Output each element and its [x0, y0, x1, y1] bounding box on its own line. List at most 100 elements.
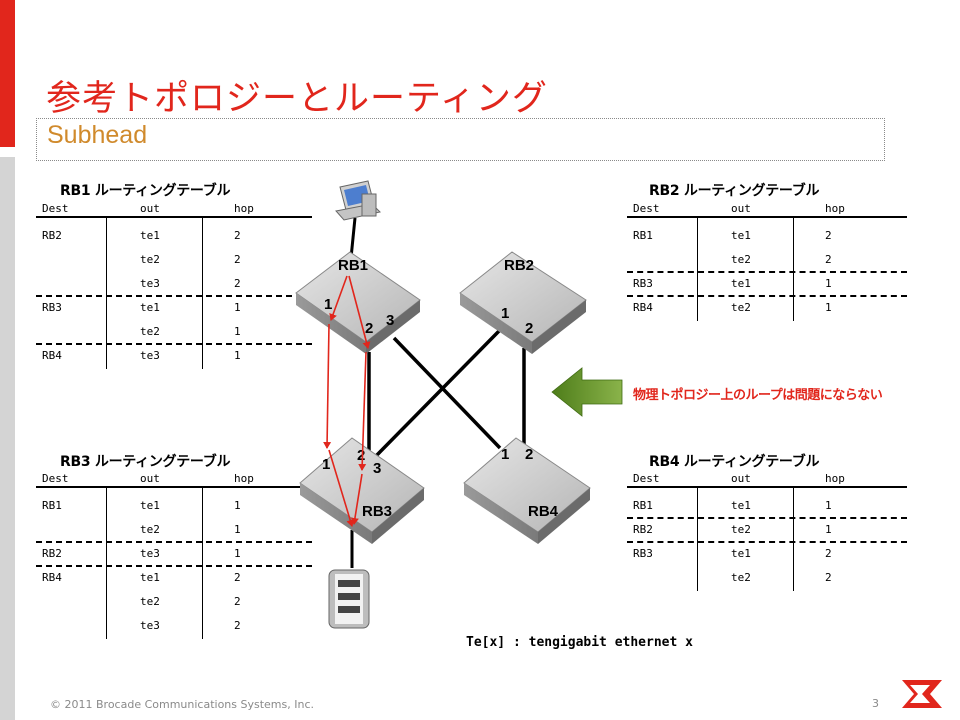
table-cell: 1 — [825, 499, 832, 512]
table-cell: 1 — [234, 349, 241, 362]
switch-rb2 — [459, 251, 587, 354]
table-cell: te1 — [140, 229, 160, 242]
table-cell: RB3 — [42, 301, 62, 314]
copyright-footer: © 2011 Brocade Communications Systems, I… — [50, 698, 315, 711]
table-cell: te1 — [140, 499, 160, 512]
table-cell: RB3 — [633, 277, 653, 290]
table-column-rule — [697, 486, 698, 591]
table-cell: te2 — [140, 253, 160, 266]
table-cell: te2 — [731, 523, 751, 536]
table-cell: 2 — [234, 571, 241, 584]
computer-icon — [335, 180, 381, 269]
table-header-hop: hop — [825, 472, 845, 485]
table-cell: te2 — [731, 301, 751, 314]
table-cell: 2 — [825, 571, 832, 584]
table-group-separator — [36, 295, 312, 297]
table-cell: 2 — [234, 619, 241, 632]
table-cell: RB1 — [633, 499, 653, 512]
table-header-rule — [627, 216, 907, 218]
rb3-table-title: RB3 ルーティングテーブル — [60, 454, 231, 470]
table-cell: te1 — [140, 301, 160, 314]
rb2-port-2: 2 — [525, 320, 533, 337]
table-cell: te2 — [140, 523, 160, 536]
table-header-hop: hop — [825, 202, 845, 215]
rb4-port-1: 1 — [501, 446, 509, 463]
server-icon — [328, 530, 370, 629]
table-column-rule — [202, 486, 203, 639]
table-cell: RB2 — [42, 229, 62, 242]
rb2-port-1: 1 — [501, 305, 509, 322]
subhead-box: Subhead — [36, 118, 885, 161]
table-header-out: out — [140, 202, 160, 215]
table-cell: te1 — [731, 277, 751, 290]
table-group-separator — [627, 517, 907, 519]
rb2-table-title: RB2 ルーティングテーブル — [649, 183, 820, 199]
table-cell: 1 — [234, 301, 241, 314]
table-header-dest: Dest — [633, 202, 660, 215]
table-cell: 2 — [825, 229, 832, 242]
table-cell: te2 — [140, 325, 160, 338]
table-cell: 2 — [825, 253, 832, 266]
table-cell: 1 — [825, 301, 832, 314]
physical-links — [367, 328, 526, 458]
rb1-port-2: 2 — [365, 320, 373, 337]
page-number: 3 — [872, 697, 879, 710]
table-cell: 2 — [825, 547, 832, 560]
table-group-separator — [627, 541, 907, 543]
table-cell: RB3 — [633, 547, 653, 560]
table-group-separator — [36, 541, 312, 543]
table-cell: te2 — [731, 571, 751, 584]
table-header-rule — [627, 486, 907, 488]
table-column-rule — [793, 486, 794, 591]
brocade-logo-icon — [902, 680, 942, 708]
table-cell: 2 — [234, 277, 241, 290]
table-cell: RB1 — [633, 229, 653, 242]
rb4-port-2: 2 — [525, 446, 533, 463]
rb3-port-2: 2 — [357, 447, 365, 464]
rb4-label: RB4 — [528, 503, 559, 520]
table-cell: te1 — [731, 547, 751, 560]
rb1-port-3: 3 — [386, 312, 394, 329]
rb3-port-1: 1 — [322, 456, 330, 473]
table-group-separator — [36, 343, 312, 345]
table-cell: 1 — [234, 523, 241, 536]
table-cell: te2 — [140, 595, 160, 608]
forwarding-paths — [323, 275, 371, 527]
table-column-rule — [106, 216, 107, 369]
table-column-rule — [202, 216, 203, 369]
rb1-port-1: 1 — [324, 296, 332, 313]
loop-callout-text: 物理トポロジー上のループは問題にならない — [633, 388, 883, 403]
interface-legend: Te[x] : tengigabit ethernet x — [466, 635, 693, 650]
rb4-table-title: RB4 ルーティングテーブル — [649, 454, 820, 470]
arrow-left-icon — [551, 367, 623, 417]
table-cell: 1 — [825, 523, 832, 536]
table-cell: RB4 — [633, 301, 653, 314]
table-cell: RB4 — [42, 349, 62, 362]
table-cell: 1 — [825, 277, 832, 290]
table-cell: RB2 — [633, 523, 653, 536]
table-header-dest: Dest — [42, 202, 69, 215]
switch-rb1 — [295, 251, 421, 354]
table-header-dest: Dest — [42, 472, 69, 485]
table-cell: te2 — [731, 253, 751, 266]
table-cell: te3 — [140, 619, 160, 632]
rb2-label: RB2 — [504, 257, 534, 274]
table-header-out: out — [731, 472, 751, 485]
table-header-hop: hop — [234, 472, 254, 485]
rb3-port-3: 3 — [373, 460, 381, 477]
table-cell: 2 — [234, 595, 241, 608]
table-cell: 2 — [234, 253, 241, 266]
rb1-table-title: RB1 ルーティングテーブル — [60, 183, 231, 199]
table-column-rule — [106, 486, 107, 639]
table-column-rule — [793, 216, 794, 321]
table-cell: te3 — [140, 277, 160, 290]
table-cell: RB4 — [42, 571, 62, 584]
page-title: 参考トポロジーとルーティング — [46, 79, 548, 119]
table-header-rule — [36, 216, 312, 218]
switch-rb3 — [299, 437, 425, 544]
table-cell: RB2 — [42, 547, 62, 560]
